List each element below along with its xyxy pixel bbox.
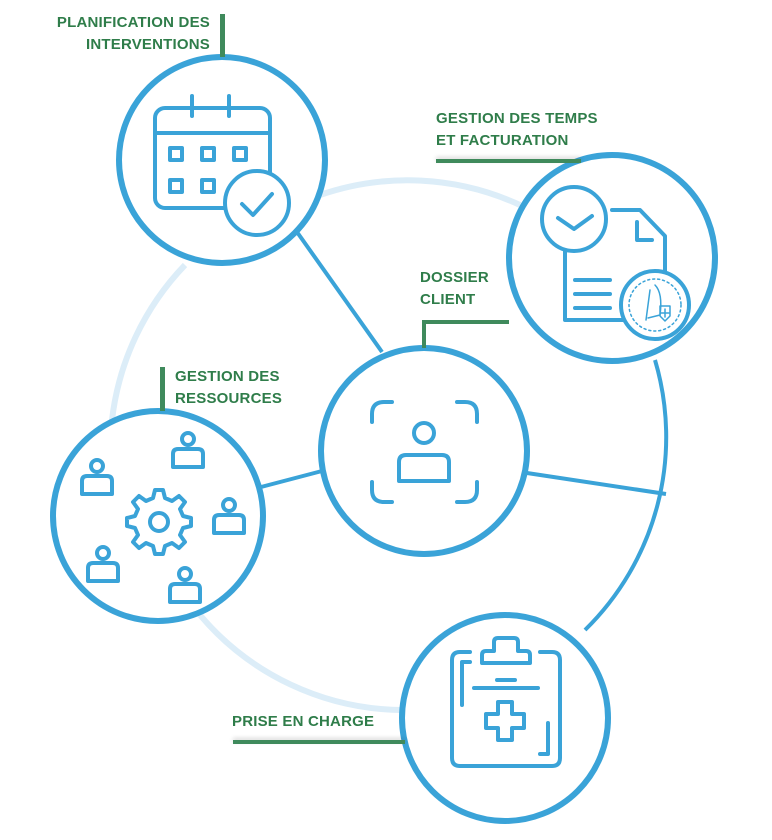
background-ring-arc (319, 177, 522, 208)
label-bar-temps-facturation (436, 159, 581, 163)
person-icon (171, 431, 205, 469)
label-line: GESTION DES (175, 368, 280, 385)
label-bar-prise-en-charge (233, 740, 405, 744)
label-line: CLIENT (420, 291, 476, 308)
person-scan-icon (370, 400, 479, 504)
connector-center-right-arc (526, 471, 667, 496)
connector-planification-center (295, 230, 384, 354)
label-line: INTERVENTIONS (85, 36, 210, 53)
label-line: PRISE EN CHARGE (232, 713, 375, 730)
node-prise-en-charge[interactable] (399, 612, 611, 824)
background-ring-arc-left (109, 262, 188, 421)
person-icon (86, 545, 120, 583)
label-bar-dossier-client-h (422, 320, 509, 324)
label-ressources: GESTION DES RESSOURCES (175, 366, 282, 410)
label-bar-ressources (160, 367, 165, 411)
node-temps-facturation[interactable] (506, 152, 718, 364)
background-ring-arc-bottom (197, 613, 403, 713)
gear-icon (125, 488, 193, 556)
people-gear-icon (80, 431, 246, 604)
label-line: GESTION DES TEMPS (436, 110, 598, 127)
medical-clipboard-icon (450, 636, 562, 768)
person-icon (168, 566, 202, 604)
label-bar-planification (220, 14, 225, 57)
label-bar-dossier-client-v (422, 320, 426, 348)
node-dossier-client[interactable] (318, 345, 530, 557)
person-icon (80, 458, 114, 496)
label-temps-facturation: GESTION DES TEMPS ET FACTURATION (436, 108, 598, 152)
label-dossier-client: DOSSIER CLIENT (420, 267, 489, 311)
label-line: PLANIFICATION DES (56, 14, 210, 31)
label-line: RESSOURCES (175, 390, 283, 407)
node-planification[interactable] (116, 54, 328, 266)
invoice-clock-seal-icon (540, 185, 691, 341)
connector-ressources-center (260, 469, 323, 489)
connector-right-arc (583, 359, 669, 632)
label-line: DOSSIER (420, 269, 489, 286)
person-icon (212, 497, 246, 535)
node-ressources[interactable] (50, 408, 266, 624)
label-planification: PLANIFICATION DES INTERVENTIONS (57, 12, 210, 56)
label-line: ET FACTURATION (436, 132, 569, 149)
label-prise-en-charge: PRISE EN CHARGE (232, 711, 374, 733)
calendar-check-icon (153, 94, 291, 237)
